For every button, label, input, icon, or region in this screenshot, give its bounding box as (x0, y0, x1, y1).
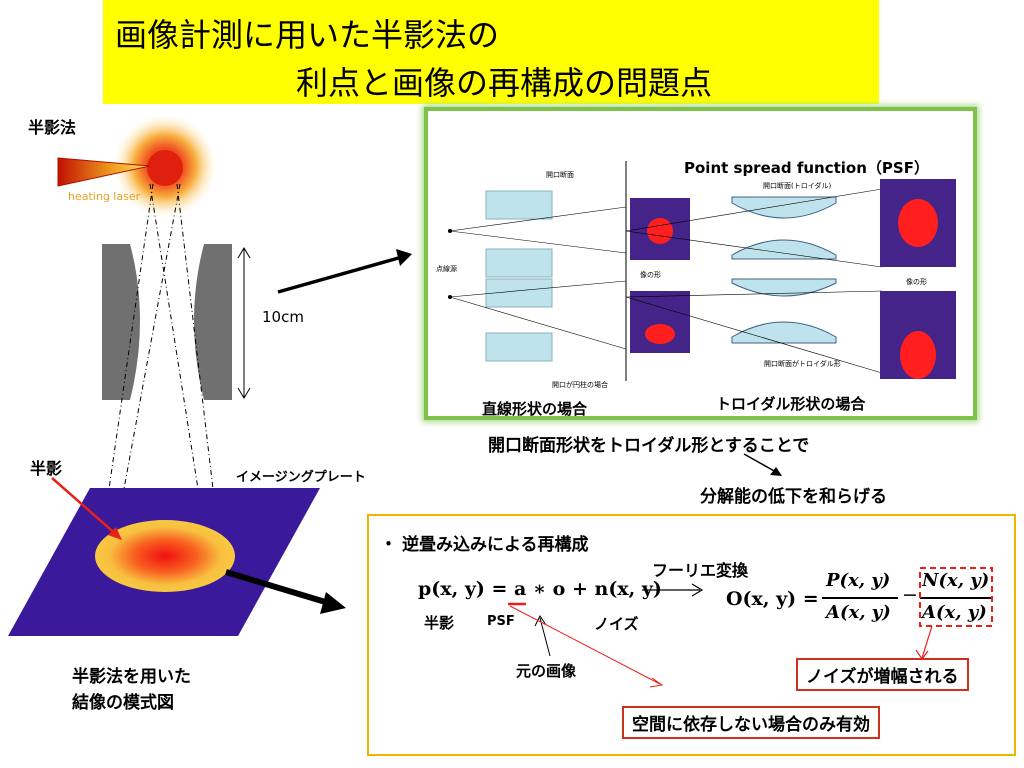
toroidal-section-label: 開口断面(トロイダル) (763, 181, 831, 190)
psf-figure-frame: 開口断面 点線源 像の形 開口が円柱の場合 開口断面(トロイダル) 像の形 (424, 107, 977, 420)
aperture-right (194, 244, 232, 400)
heating-laser-beam (57, 157, 151, 187)
reconstruction-annotations (508, 567, 993, 688)
forward-equation: p(x, y) = a ∗ o + n(x, y) (418, 578, 662, 600)
fraction-1-denominator: A(x, y) (826, 602, 891, 623)
toroidal-case-label: 開口断面がトロイダル形 (764, 359, 841, 368)
image-shape-label-2: 像の形 (906, 277, 927, 286)
caption-line-2: 結像の模式図 (72, 693, 174, 713)
space-invariant-note: 空間に依存しない場合のみ有効 (622, 706, 880, 739)
imaging-plate-label: イメージングプレート (236, 470, 366, 485)
noise-term-label: ノイズ (594, 615, 639, 633)
fraction-2-bar (920, 597, 992, 599)
toroidal-shape-caption: トロイダル形状の場合 (716, 395, 866, 413)
caption-line-1: 半影法を用いた (72, 667, 191, 687)
cylinder-case-label: 開口が円柱の場合 (552, 380, 608, 389)
distance-label: 10cm (262, 308, 304, 326)
title-line-1: 画像計測に用いた半影法の (115, 16, 500, 54)
psf-term-label: PSF (487, 614, 515, 629)
psf-title: Point spread function（PSF） (684, 159, 929, 177)
fourier-arrow (642, 583, 704, 597)
title-line-2: 利点と画像の再構成の問題点 (296, 64, 713, 102)
penumbra-schematic: heating laser (8, 114, 412, 636)
toroidal-statement: 開口断面形状をトロイダル形とすることで (488, 436, 810, 456)
fraction-2-numerator: N(x, y) (922, 570, 990, 591)
psf-figure: 開口断面 点線源 像の形 開口が円柱の場合 開口断面(トロイダル) 像の形 (436, 161, 956, 389)
image-shape-label-1: 像の形 (640, 270, 661, 279)
penumbra-image (95, 520, 235, 592)
method-label: 半影法 (28, 118, 77, 137)
title-banner (103, 0, 879, 104)
fourier-transform-label: フーリエ変換 (652, 561, 749, 580)
point-source-label: 点線源 (436, 264, 457, 273)
fraction-1-bar (822, 597, 898, 599)
aperture-left (102, 244, 140, 400)
original-image-label: 元の画像 (516, 662, 577, 680)
fraction-2-denominator: A(x, y) (922, 602, 987, 623)
minus-sign: − (902, 584, 918, 606)
penumbra-label: 半影 (30, 459, 63, 478)
result-arrow (743, 453, 782, 476)
recon-heading: 逆畳み込みによる再構成 (402, 535, 589, 555)
bullet: ・ (380, 535, 397, 555)
laser-label: heating laser (68, 190, 141, 203)
plasma-core (147, 150, 183, 186)
noise-amplified-note: ノイズが増幅される (796, 658, 969, 691)
linear-shape-caption: 直線形状の場合 (482, 400, 588, 418)
aperture-section-label: 開口断面 (546, 170, 574, 179)
inverse-equation-lhs: O(x, y) = (726, 588, 819, 610)
resolution-result: 分解能の低下を和らげる (700, 487, 887, 507)
fraction-1-numerator: P(x, y) (826, 570, 891, 591)
penumbra-term-label: 半影 (424, 614, 455, 632)
